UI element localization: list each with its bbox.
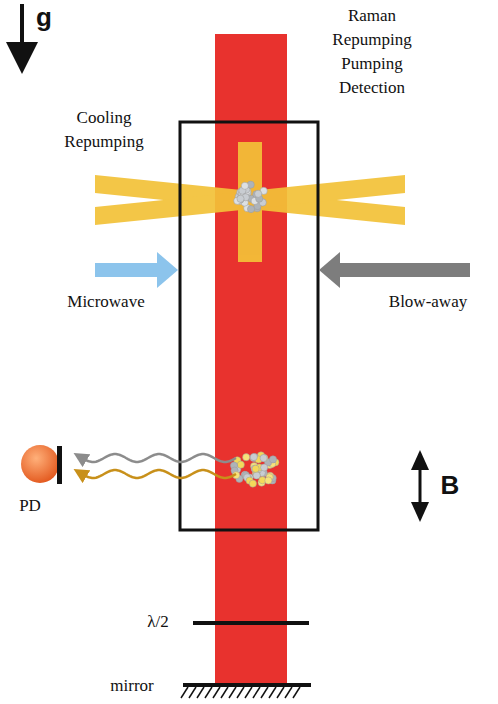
photodiode: [21, 445, 62, 484]
falling-atom-cloud: [249, 480, 256, 487]
magnetic-field-arrow: [419, 466, 422, 506]
atom-cloud: [255, 190, 262, 197]
magnetic-field-arrow: [411, 450, 429, 522]
falling-atom-cloud: [265, 477, 272, 484]
falling-atom-cloud: [250, 453, 257, 460]
microwave-arrow: [95, 263, 157, 277]
blow-away-arrow: [319, 252, 340, 288]
mirror: [277, 687, 284, 698]
beam-label: Repumping: [332, 30, 411, 50]
falling-atom-cloud: [252, 465, 259, 472]
blow-away-arrow: [340, 263, 470, 277]
photodiode-label: PD: [19, 496, 41, 516]
mirror: [189, 687, 196, 698]
mirror: [253, 687, 260, 698]
falling-atom-cloud: [253, 472, 260, 479]
falling-atom-cloud: [230, 452, 279, 487]
mirror: [285, 687, 292, 698]
microwave-arrow: [95, 252, 178, 288]
mirror: [205, 687, 212, 698]
falling-atom-cloud: [261, 454, 268, 461]
fluorescence-wave: [80, 470, 236, 478]
magnetic-field-arrow: [411, 450, 429, 470]
falling-atom-cloud: [260, 455, 267, 462]
beam-label: Cooling: [77, 108, 132, 128]
microwave-arrow: [157, 252, 178, 288]
beam-label: Raman: [348, 6, 396, 26]
half-wave-plate: [193, 621, 309, 625]
mirror: [181, 683, 311, 698]
falling-atom-cloud: [243, 454, 250, 461]
mirror: [183, 683, 311, 687]
falling-atom-cloud: [261, 464, 268, 471]
magnetic-field-arrow: [411, 502, 429, 522]
half-wave-plate: [193, 621, 309, 625]
mirror: [197, 687, 204, 698]
beam-label: Repumping: [64, 132, 143, 152]
cooling-beams: [95, 142, 405, 262]
mirror: [269, 687, 276, 698]
falling-atom-cloud: [251, 465, 258, 472]
mirror: [245, 687, 252, 698]
beam-label: Pumping: [341, 54, 402, 74]
falling-atom-cloud: [269, 456, 276, 463]
photodiode: [21, 445, 59, 483]
photodiode: [57, 446, 62, 484]
mirror: [181, 687, 188, 698]
mirror: [261, 687, 268, 698]
mirror: [237, 687, 244, 698]
gravity-label: g: [36, 3, 52, 33]
mirror: [213, 687, 220, 698]
waveplate-label: λ/2: [147, 612, 168, 632]
microwave-label: Microwave: [67, 292, 144, 312]
mirror: [221, 687, 228, 698]
blow-away-arrow: [319, 252, 470, 288]
gravity-arrow: [22, 4, 23, 58]
mirror: [229, 687, 236, 698]
vacuum-chamber: [180, 122, 318, 530]
mirror: [293, 687, 300, 698]
mirror-label: mirror: [110, 676, 153, 696]
field-label: B: [441, 471, 460, 501]
vacuum-chamber: [180, 122, 318, 530]
beam-label: Detection: [339, 78, 405, 98]
gravity-arrow: [20, 4, 24, 58]
atom-cloud: [241, 182, 248, 189]
falling-atom-cloud: [237, 461, 244, 468]
raman-beam: [215, 34, 287, 686]
raman-beam: [215, 34, 287, 686]
fluorescence-wave: [80, 454, 236, 462]
atom-cloud: [234, 181, 268, 213]
atom-cloud: [237, 195, 244, 202]
blow-away-label: Blow-away: [389, 292, 467, 312]
fluorescence-wave: [80, 454, 236, 478]
atom-cloud: [247, 206, 254, 213]
